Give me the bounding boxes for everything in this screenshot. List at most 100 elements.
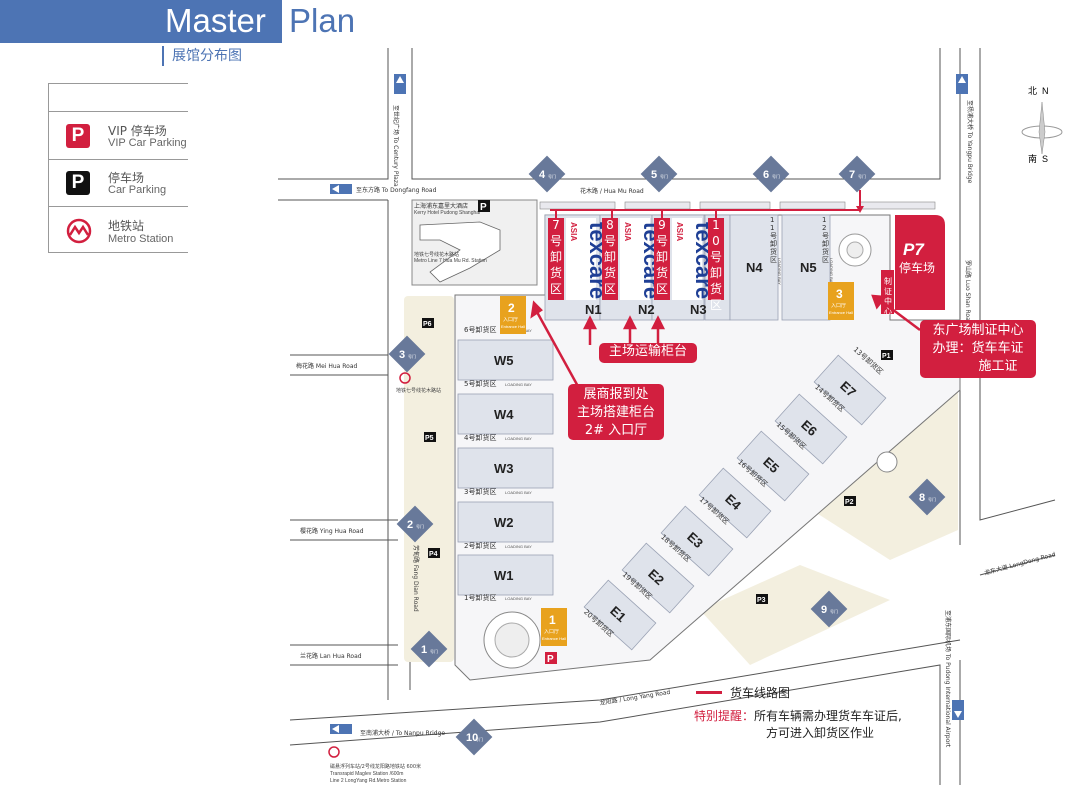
svg-text:地铁七号线花木路站: 地铁七号线花木路站 [396,387,441,394]
legend-metro-en: Metro Station [108,233,174,245]
east-halls: E1E2E3E4E5E6E713号卸货区14号卸货区15号卸货区16号卸货区17… [582,345,887,651]
callout-transport: 主场运输柜台 [599,343,697,363]
svg-text:号门: 号门 [408,353,416,359]
svg-text:LOADING BAY: LOADING BAY [829,258,834,285]
svg-text:Entrance Hall: Entrance Hall [542,636,566,641]
svg-text:1: 1 [549,613,556,627]
svg-text:Entrance Hall: Entrance Hall [501,324,525,329]
svg-text:入口厅: 入口厅 [831,303,846,309]
svg-text:至杨浦大桥 To Yangpu Bridge: 至杨浦大桥 To Yangpu Bridge [966,100,974,184]
svg-text:LOADING BAY: LOADING BAY [505,544,532,549]
parking-p6: P6 [423,321,432,328]
gate-1: 1 [421,644,427,656]
parking-p1: P1 [882,353,891,360]
svg-text:号门: 号门 [660,173,668,179]
hall-w2: W2 [494,515,514,530]
legend-vip-en: VIP Car Parking [108,137,187,149]
hall-w1: W1 [494,568,514,583]
svg-text:号: 号 [710,250,722,264]
svg-text:入口厅: 入口厅 [544,629,559,635]
entrance-hall-3 [828,282,854,320]
svg-text:LOADING BAY: LOADING BAY [505,490,532,495]
svg-text:ASIA: ASIA [675,222,684,241]
svg-text:号: 号 [604,234,616,248]
hall-n3: N3 [690,302,707,317]
svg-text:Transrapid Maglev Station /600: Transrapid Maglev Station /600m [330,771,403,777]
vip-parking-icon: P [66,124,90,148]
svg-text:1: 1 [712,218,720,232]
svg-text:花木路 / Hua Mu Road: 花木路 / Hua Mu Road [580,187,644,195]
svg-text:Entrance Hall: Entrance Hall [829,310,853,315]
svg-text:N: N [1042,86,1049,96]
gate-8: 8 [919,492,925,504]
gate-6: 6 [763,169,769,181]
svg-text:梅花路 Mei Hua Road: 梅花路 Mei Hua Road [296,362,357,370]
svg-text:2: 2 [508,301,515,315]
parking-p5: P5 [425,435,434,442]
svg-text:3: 3 [836,287,843,301]
svg-text:Line 2 LongYang Rd.Metro Stati: Line 2 LongYang Rd.Metro Station [330,778,407,784]
title-bar [0,0,282,43]
svg-text:货: 货 [604,265,616,280]
svg-text:龙阳路 / Long Yang Road: 龙阳路 / Long Yang Road [599,688,671,707]
svg-text:卸: 卸 [656,249,668,264]
svg-text:ASIA: ASIA [569,222,578,241]
callout-east-permit: 东广场制证中心 办理：货车车证 施工证 [920,320,1036,378]
svg-text:6号卸货区: 6号卸货区 [464,325,496,334]
svg-text:号: 号 [550,234,562,248]
svg-text:至浦东国际机场 To Pudong Internationa: 至浦东国际机场 To Pudong International Airport [944,610,952,748]
parking-p2: P2 [845,499,854,506]
svg-text:Kerry Hotel Pudong Shanghai: Kerry Hotel Pudong Shanghai [414,210,480,216]
svg-text:区: 区 [710,298,722,312]
svg-text:0: 0 [712,234,720,248]
entrance-hall-1 [541,608,567,646]
svg-text:Metro Line 7 Hua Mu Rd. Statio: Metro Line 7 Hua Mu Rd. Station [414,258,487,264]
gate-9: 9 [821,604,827,616]
svg-text:3号卸货区: 3号卸货区 [464,487,496,496]
compass: 北 N 南 S [1021,86,1063,165]
svg-text:卸: 卸 [604,249,616,264]
svg-text:货: 货 [550,265,562,280]
svg-text:入口厅: 入口厅 [503,317,518,323]
hall-n5: N5 [800,260,817,275]
svg-text:南: 南 [1028,153,1037,165]
gate-2: 2 [407,519,413,531]
svg-text:地铁七号线花木路站: 地铁七号线花木路站 [414,251,459,258]
gate-5: 5 [651,169,657,181]
subtitle: 展馆分布图 [162,46,242,66]
svg-text:LOADING BAY: LOADING BAY [505,436,532,441]
svg-text:货: 货 [656,265,668,280]
svg-text:P7: P7 [903,240,925,259]
metro-icon [66,218,92,244]
parking-p3: P3 [757,597,766,604]
title-plan: Plan [289,2,356,39]
svg-text:LOADING BAY: LOADING BAY [505,382,532,387]
svg-text:P: P [480,202,487,213]
entrance-hall-2 [500,296,526,334]
svg-text:号门: 号门 [430,648,438,654]
gate-3: 3 [399,349,405,361]
svg-text:芳甸路 Fang Dian Road: 芳甸路 Fang Dian Road [412,545,420,612]
svg-text:号门: 号门 [830,608,838,614]
legend-vip-zh: VIP 停车场 [108,124,167,138]
svg-text:罗山路 Luo Shan Road: 罗山路 Luo Shan Road [964,260,972,325]
svg-text:货: 货 [710,281,722,296]
legend-divider [48,111,188,112]
svg-text:LOADING BAY: LOADING BAY [505,596,532,601]
hall-n1: N1 [585,302,602,317]
svg-text:制证中心: 制证中心 [884,276,892,316]
callout-register: 展商报到处 主场搭建柜台 2# 入口厅 [568,384,664,440]
svg-text:停车场: 停车场 [899,260,935,275]
svg-text:至世纪广场 To Century Plaza: 至世纪广场 To Century Plaza [392,105,400,187]
svg-text:ASIA: ASIA [623,222,632,241]
legend-divider [48,206,188,207]
svg-text:号门: 号门 [928,496,936,502]
hall-n4: N4 [746,260,763,275]
legend-metro-zh: 地铁站 [108,219,145,233]
svg-text:1号卸货区: 1号卸货区 [464,593,496,602]
svg-text:号门: 号门 [416,523,424,529]
hall-w4: W4 [494,407,514,422]
